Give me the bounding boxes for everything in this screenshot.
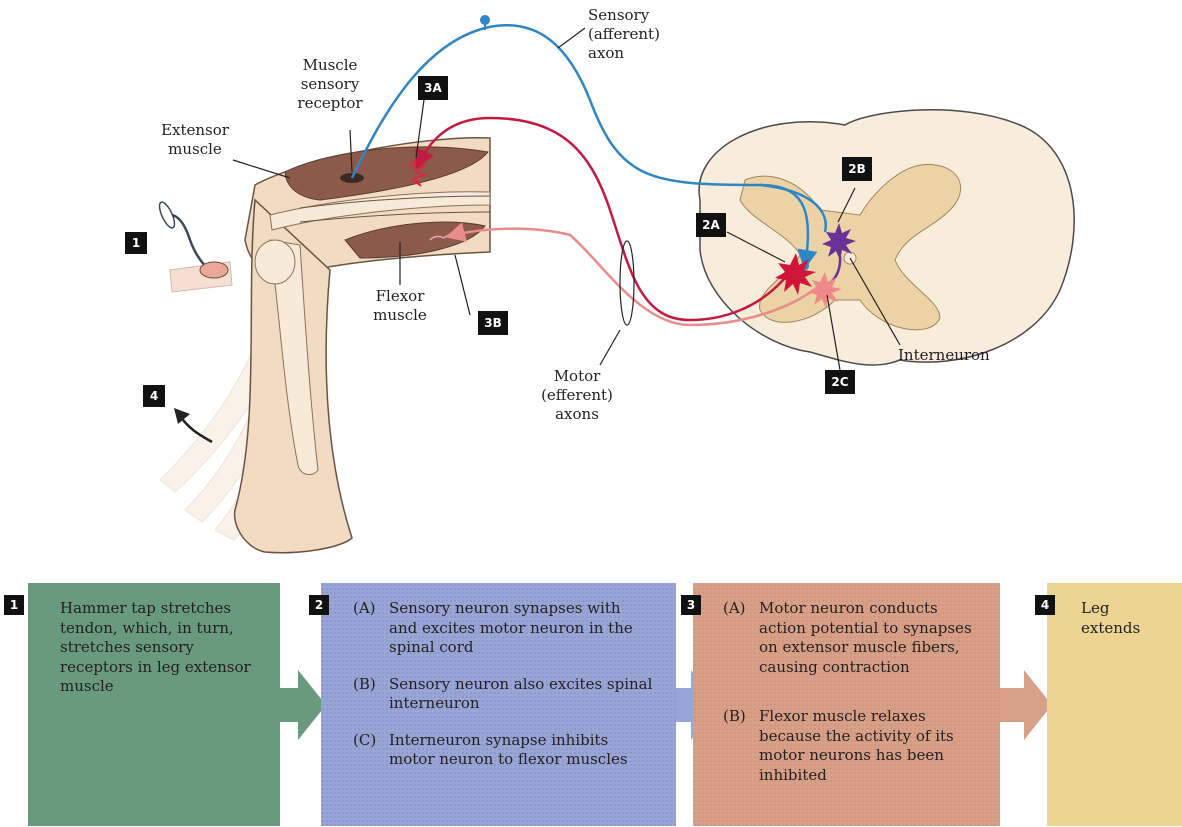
step-1-text: Hammer tap stretches tendon, which, in t… (60, 599, 270, 697)
label-extensor-muscle: Extensor muscle (155, 121, 235, 159)
step-3a-text: Motor neuron conducts action potential t… (759, 599, 988, 677)
label-interneuron: Interneuron (898, 346, 1018, 365)
step-2a-mark: (A) (353, 599, 389, 658)
badge-4: 4 (143, 385, 165, 407)
step-2c-mark: (C) (353, 731, 389, 770)
label-sensory-axon: Sensory (afferent) axon (588, 6, 668, 63)
reflex-illustration (0, 0, 1182, 560)
step-2c: (C) Interneuron synapse inhibits motor n… (353, 731, 653, 770)
reflex-arc-diagram: Sensory (afferent) axon Muscle sensory r… (0, 0, 1182, 560)
badge-2c: 2C (825, 370, 855, 394)
badge-1: 1 (125, 232, 147, 254)
step-2b-mark: (B) (353, 675, 389, 714)
step-1-panel: 1 Hammer tap stretches tendon, which, in… (28, 583, 280, 826)
step-1-number: 1 (4, 595, 24, 615)
step-4-panel: 4 Leg extends (1047, 583, 1182, 826)
step-2a: (A) Sensory neuron synapses with and exc… (353, 599, 653, 658)
step-2b-text: Sensory neuron also excites spinal inter… (389, 675, 653, 714)
label-motor-axons: Motor (efferent) axons (527, 367, 627, 424)
arrow-1-to-2 (278, 670, 326, 740)
spinal-cord (699, 110, 1074, 365)
badge-3a: 3A (418, 76, 448, 100)
step-2a-text: Sensory neuron synapses with and excites… (389, 599, 653, 658)
arrow-3-to-4 (1000, 670, 1052, 740)
badge-2a: 2A (696, 213, 726, 237)
step-3b-mark: (B) (723, 707, 759, 785)
label-muscle-receptor: Muscle sensory receptor (285, 56, 375, 113)
step-3-panel: 3 (A) Motor neuron conducts action poten… (693, 583, 1000, 826)
step-3b-text: Flexor muscle relaxes because the activi… (759, 707, 988, 785)
step-2-panel: 2 (A) Sensory neuron synapses with and e… (321, 583, 676, 826)
step-2b: (B) Sensory neuron also excites spinal i… (353, 675, 653, 714)
step-3a: (A) Motor neuron conducts action potenti… (723, 599, 988, 677)
step-2-number: 2 (309, 595, 329, 615)
leg (235, 138, 490, 553)
reflex-hammer (157, 200, 232, 292)
step-3b: (B) Flexor muscle relaxes because the ac… (723, 707, 988, 785)
step-4-text: Leg extends (1081, 599, 1161, 638)
badge-3b: 3B (478, 311, 508, 335)
step-4-number: 4 (1035, 595, 1055, 615)
step-3-number: 3 (681, 595, 701, 615)
badge-2b: 2B (842, 157, 872, 181)
step-2c-text: Interneuron synapse inhibits motor neuro… (389, 731, 653, 770)
label-flexor-muscle: Flexor muscle (365, 287, 435, 325)
step-3a-mark: (A) (723, 599, 759, 677)
